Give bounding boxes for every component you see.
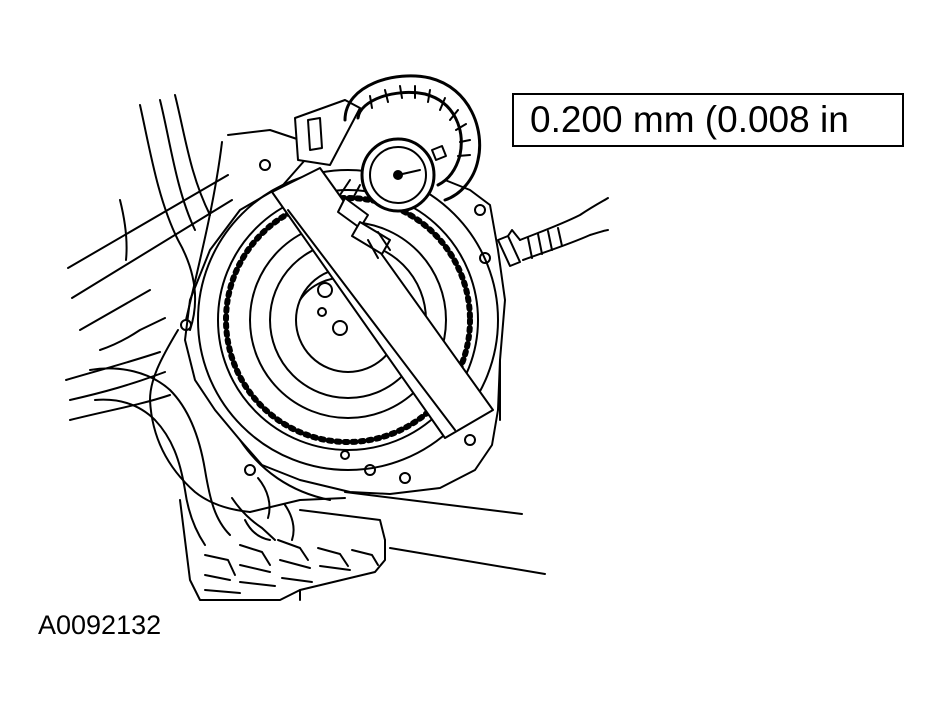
measurement-callout: 0.200 mm (0.008 in xyxy=(512,93,904,147)
straight-edge-tool xyxy=(271,167,494,439)
measurement-text: 0.200 mm (0.008 in xyxy=(530,99,849,140)
sensor-connector xyxy=(497,197,609,267)
figure-id-label: A0092132 xyxy=(38,610,162,640)
exhaust-pipes xyxy=(89,367,295,546)
dial-indicator xyxy=(294,74,482,259)
frame-rail-lines xyxy=(65,94,233,421)
flywheel xyxy=(197,169,499,471)
crossmember-lines xyxy=(344,359,546,575)
oil-pan xyxy=(179,499,386,601)
